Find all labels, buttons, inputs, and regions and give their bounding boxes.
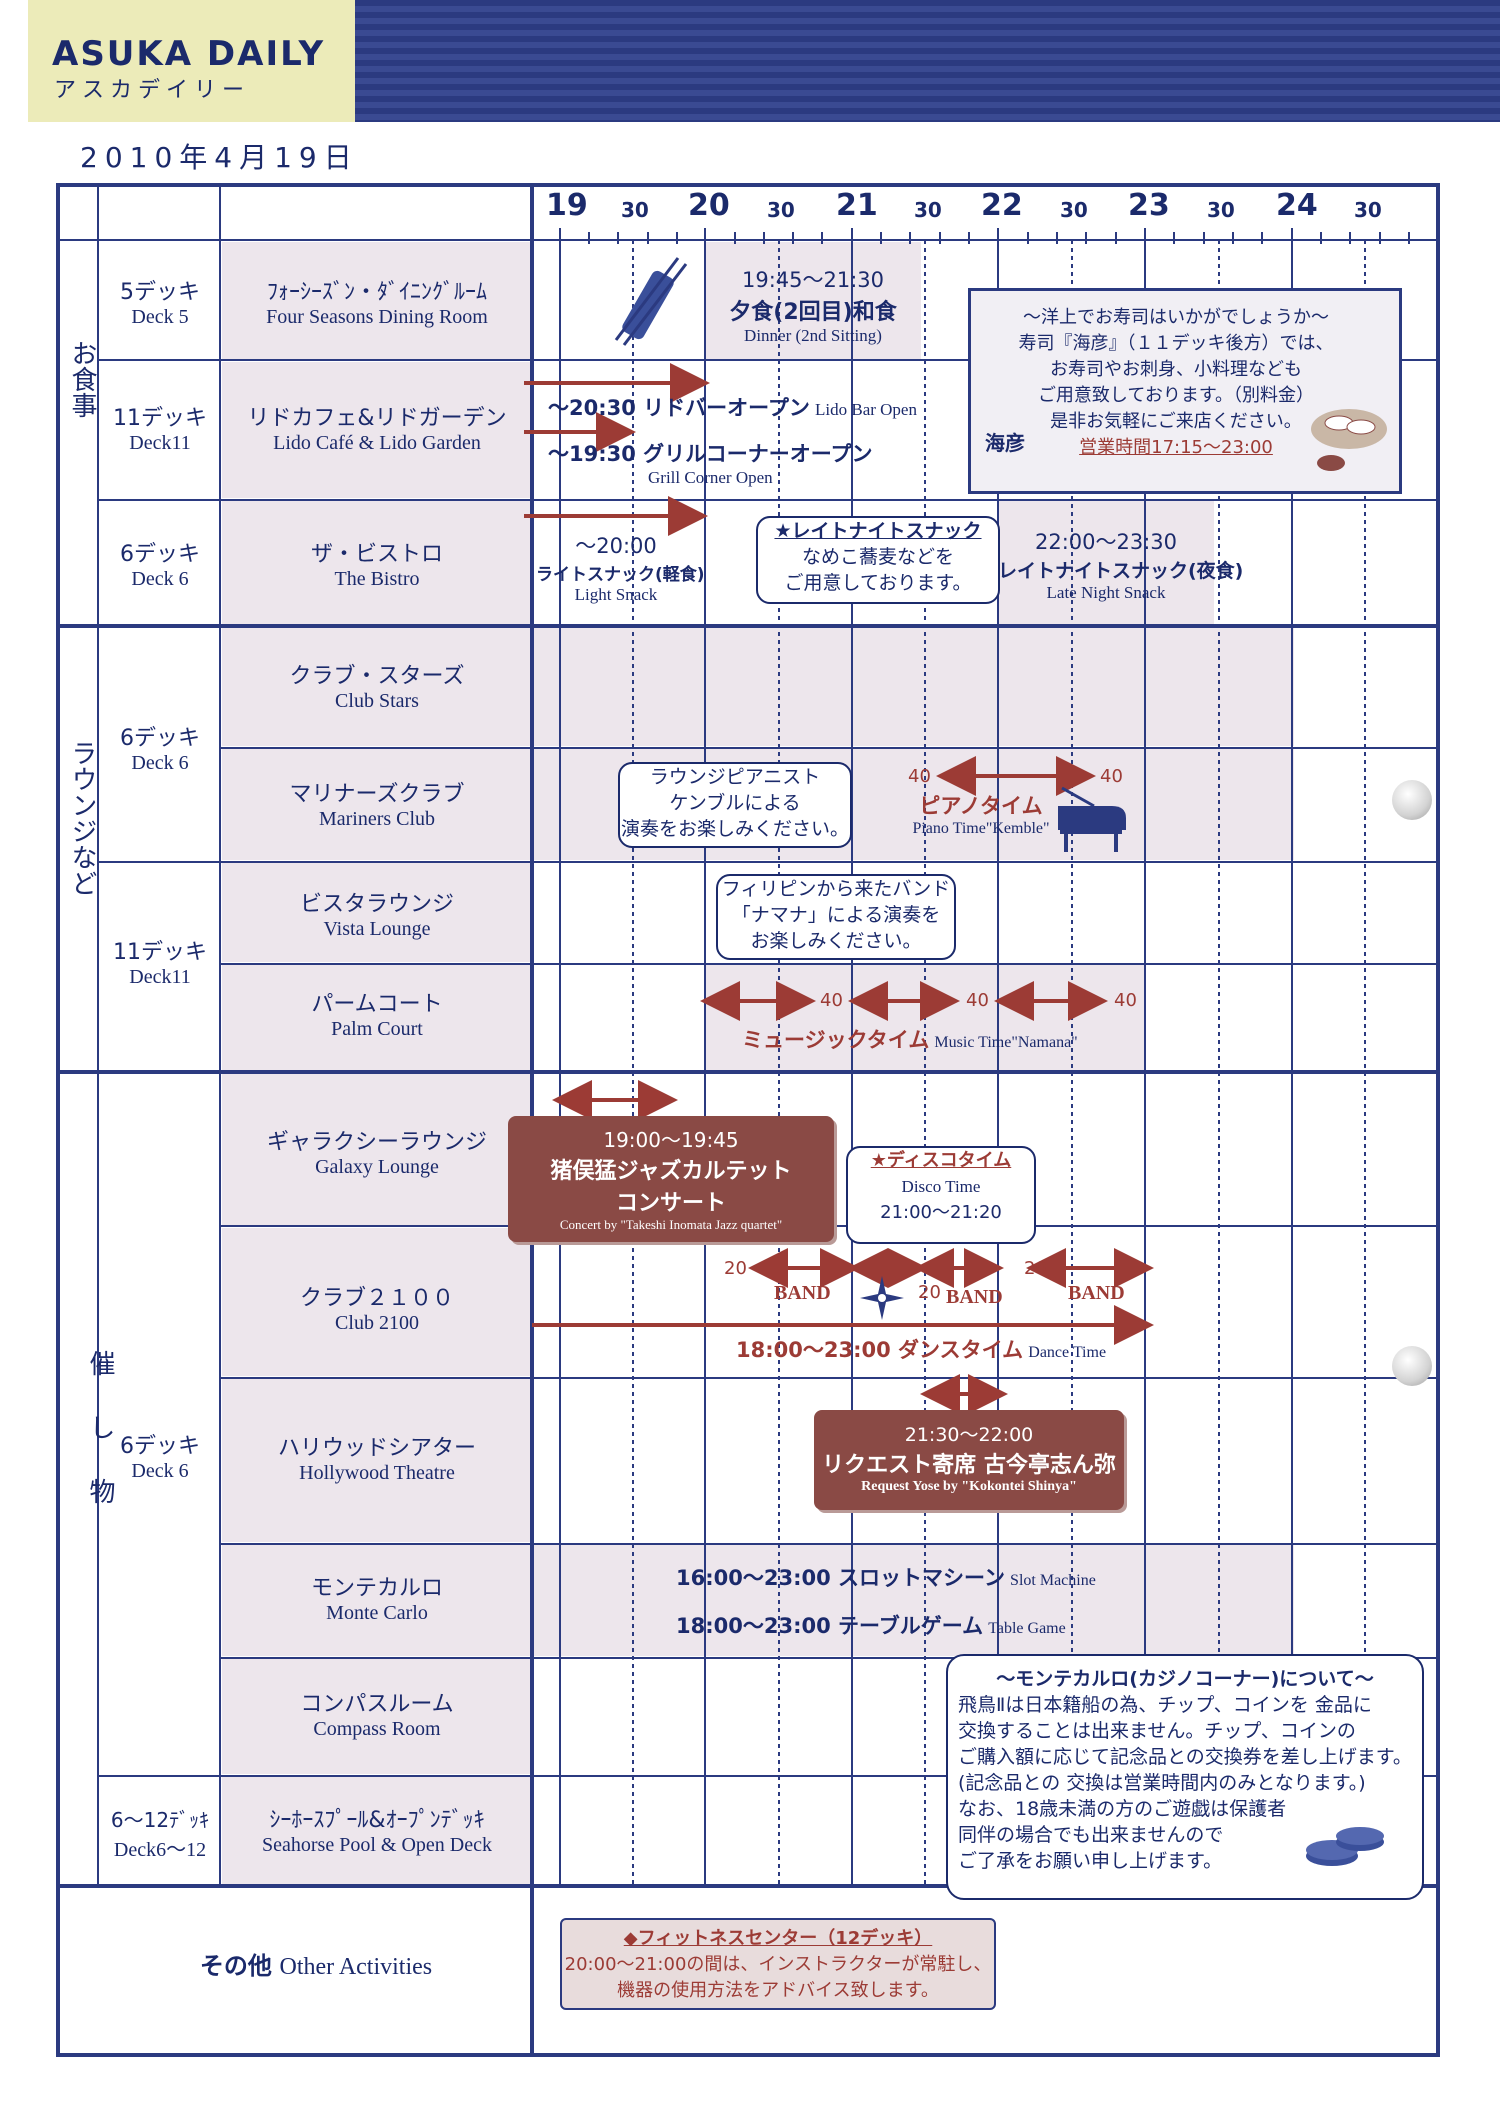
dinner-event: 19:45～21:30 夕食(2回目)和食 Dinner (2nd Sittin… [729,268,897,345]
band-bubble: フィリピンから来たバンド 「ナマナ」による演奏を お楽しみください。 [716,874,956,960]
page-date: 2010年4月19日 [80,141,359,174]
hour-24: 24 [1276,188,1318,223]
hour-20: 20 [688,188,730,223]
piano-icon [1058,786,1126,852]
half-2230: 30 [1060,198,1088,222]
venue-other: その他 Other Activities [199,1952,433,1980]
hour-19: 19 [546,188,588,223]
sushi-plate-icon [1311,409,1387,471]
shade-bistro-late [998,500,1214,624]
shade-four-seasons [222,242,532,360]
grill-event: ～19:30 グリルコーナーオープン Grill Corner Open [548,442,873,487]
hour-21: 21 [836,188,878,223]
shade-club-stars [222,626,1294,746]
light-snack-event: ～20:00 ライトスナック(軽食) Light Snack [536,534,705,604]
half-2030: 30 [767,198,795,222]
shade-palm [222,964,532,1072]
music-min-3: 40 [1114,990,1137,1011]
sushi-logo: 海彦 [985,431,1025,455]
binder-hole-bottom [1392,1346,1432,1386]
logo-title-jp: アスカデイリー [54,78,251,103]
shade-bistro [222,500,532,624]
shade-club2100 [222,1228,532,1376]
band-label-2: BAND [946,1286,1003,1308]
music-min-2: 40 [966,990,989,1011]
shade-seahorse [222,1776,532,1886]
category-lounge: ラウンジなど [67,740,97,896]
late-night-bubble: ★レイトナイトスナック なめこ蕎麦などを ご用意しております。 [756,516,1000,604]
hour-22: 22 [981,188,1023,223]
half-2130: 30 [914,198,942,222]
sushi-notice: ～洋上でお寿司はいかがでしょうか～ 寿司『海彦』（１１デッキ後方）では、 お寿司… [968,288,1402,494]
logo-box [28,0,355,122]
logo-title-en: ASUKA DAILY [52,34,326,74]
category-dining: お食事 [67,340,97,418]
binder-hole-top [1392,780,1432,820]
music-min-1: 40 [820,990,843,1011]
piano-min-left: 40 [908,766,931,787]
casino-chips-icon [1306,1827,1384,1866]
disco-bubble: ★ディスコタイム Disco Time 21:00～21:20 [846,1146,1036,1244]
half-1930: 30 [621,198,649,222]
band-label-1: BAND [774,1282,831,1304]
dance-time-event: 18:00～23:00 ダンスタイム Dance Time [736,1338,1107,1362]
band-min-2: 20 [918,1282,941,1303]
late-night-event: 22:00～23:30 レイトナイトスナック(夜食) Late Night Sn… [998,530,1244,602]
shade-vista [222,862,532,962]
compass-star-icon [860,1276,904,1320]
slot-machine-event: 16:00～23:00 スロットマシーン Slot Machine [676,1566,1096,1590]
hour-23: 23 [1128,188,1170,223]
shade-hollywood [222,1378,532,1542]
band-min-3: 20 [1024,1258,1047,1279]
header-band [355,0,1500,122]
piano-min-right: 40 [1100,766,1123,787]
half-2330: 30 [1207,198,1235,222]
shade-galaxy [222,1074,532,1226]
chopsticks-illustration-icon [614,257,688,346]
piano-time-event: ピアノタイム Piano Time"Kemble" [912,794,1050,837]
shade-dinner [705,242,921,360]
half-2430: 30 [1354,198,1382,222]
yose-box: 21:30～22:00 リクエスト寄席 古今亭志ん弥 Request Yose … [814,1410,1124,1510]
jazz-concert-box: 19:00～19:45 猪俣猛ジャズカルテット コンサート Concert by… [508,1116,834,1242]
fitness-center-box: ◆フィットネスセンター（12デッキ） 20:00～21:00の間は、インストラク… [560,1918,996,2010]
music-time-event: ミュージックタイム Music Time"Namana" [742,1028,1078,1052]
band-min-1: 20 [724,1258,747,1279]
band-label-3: BAND [1068,1282,1125,1304]
category-events: 催し物 [85,1350,115,1542]
shade-monte [222,1544,1294,1656]
table-game-event: 18:00～23:00 テーブルゲーム Table Game [676,1614,1066,1638]
pianist-bubble: ラウンジピアニスト ケンブルによる 演奏をお楽しみください。 [618,762,852,848]
shade-compass [222,1658,532,1774]
shade-lido [222,362,532,498]
lido-bar-event: ～20:30 リドバーオープン Lido Bar Open [548,396,917,420]
